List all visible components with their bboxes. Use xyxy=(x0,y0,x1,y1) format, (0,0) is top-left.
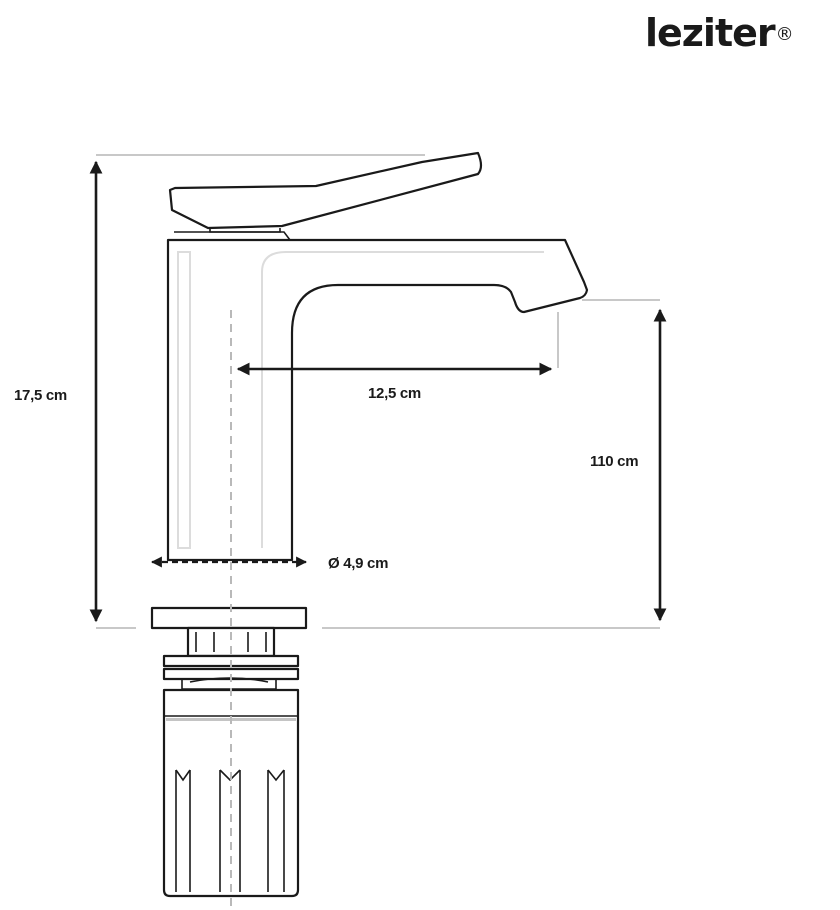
total-height-label: 17,5 cm xyxy=(14,387,67,404)
diameter-label: Ø 4,9 cm xyxy=(328,555,388,572)
brand-name: leziter xyxy=(645,11,776,55)
lever-handle xyxy=(168,151,483,241)
extension-lines xyxy=(96,154,660,629)
brand-logo: leziter® xyxy=(645,8,794,58)
registered-mark: ® xyxy=(775,24,794,45)
spout-height-label: 110 cm xyxy=(590,453,638,470)
base-ring xyxy=(150,606,308,630)
spout-reach-label: 12,5 cm xyxy=(368,385,421,402)
faucet-body xyxy=(166,238,589,562)
